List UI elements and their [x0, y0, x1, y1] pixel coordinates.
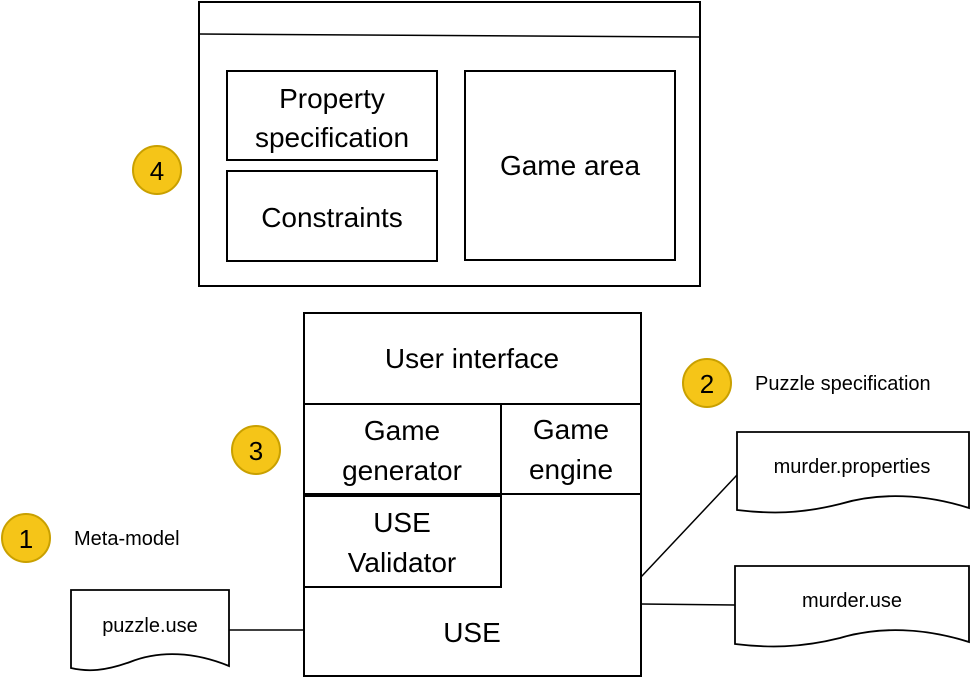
- murder-use-label: murder.use: [802, 590, 902, 612]
- user-interface-label: User interface: [385, 343, 559, 374]
- badge-circle: [1, 513, 51, 563]
- game-engine-line-1: Game: [533, 414, 609, 445]
- property-specification-line-1: Property: [279, 83, 385, 114]
- use-validator-line-2: Validator: [348, 547, 456, 578]
- gui-window-title-bar-line: [198, 33, 701, 38]
- badge-number: 4: [150, 156, 164, 186]
- puzzle-specification-label: Puzzle specification: [755, 373, 931, 395]
- connector-murder-properties: [640, 474, 738, 578]
- game-area-label: Game area: [500, 150, 640, 181]
- step-badge-3: 3: [231, 425, 281, 475]
- puzzle-use-label: puzzle.use: [102, 615, 198, 637]
- constraints-label: Constraints: [261, 202, 403, 233]
- use-validator-box: [303, 495, 502, 588]
- badge-number: 3: [249, 436, 263, 466]
- gui-window: Property specification Constraints Game …: [198, 1, 701, 287]
- badge-circle: [132, 145, 182, 195]
- game-area-box: [464, 70, 676, 261]
- badge-number: 2: [700, 369, 714, 399]
- game-generator-line-2: generator: [342, 455, 462, 486]
- game-generator-box: [303, 403, 502, 495]
- document-shape: [734, 565, 970, 648]
- use-validator-line-1: USE: [373, 507, 431, 538]
- step-badge-4: 4: [132, 145, 182, 195]
- file-puzzle-use: puzzle.use: [70, 589, 230, 672]
- step-badge-1: 1: [1, 513, 51, 563]
- game-engine-box: [500, 403, 642, 495]
- badge-circle: [682, 358, 732, 408]
- property-specification-box: [226, 70, 438, 161]
- connector-murder-use: [640, 603, 736, 606]
- property-specification-line-2: specification: [255, 122, 409, 153]
- document-shape: [70, 589, 230, 672]
- connectors: [229, 474, 738, 631]
- game-engine-line-2: engine: [529, 454, 613, 485]
- file-murder-use: murder.use: [734, 565, 970, 648]
- architecture-stack: User interface Game generator Game engin…: [303, 312, 642, 677]
- file-murder-properties: murder.properties: [736, 431, 970, 514]
- document-shape: [736, 431, 970, 514]
- murder-properties-label: murder.properties: [774, 456, 931, 478]
- meta-model-label: Meta-model: [74, 528, 180, 550]
- game-generator-line-1: Game: [364, 415, 440, 446]
- badge-number: 1: [19, 524, 33, 554]
- step-badge-2: 2: [682, 358, 732, 408]
- badge-circle: [231, 425, 281, 475]
- constraints-box: [226, 170, 438, 262]
- use-label: USE: [443, 617, 501, 648]
